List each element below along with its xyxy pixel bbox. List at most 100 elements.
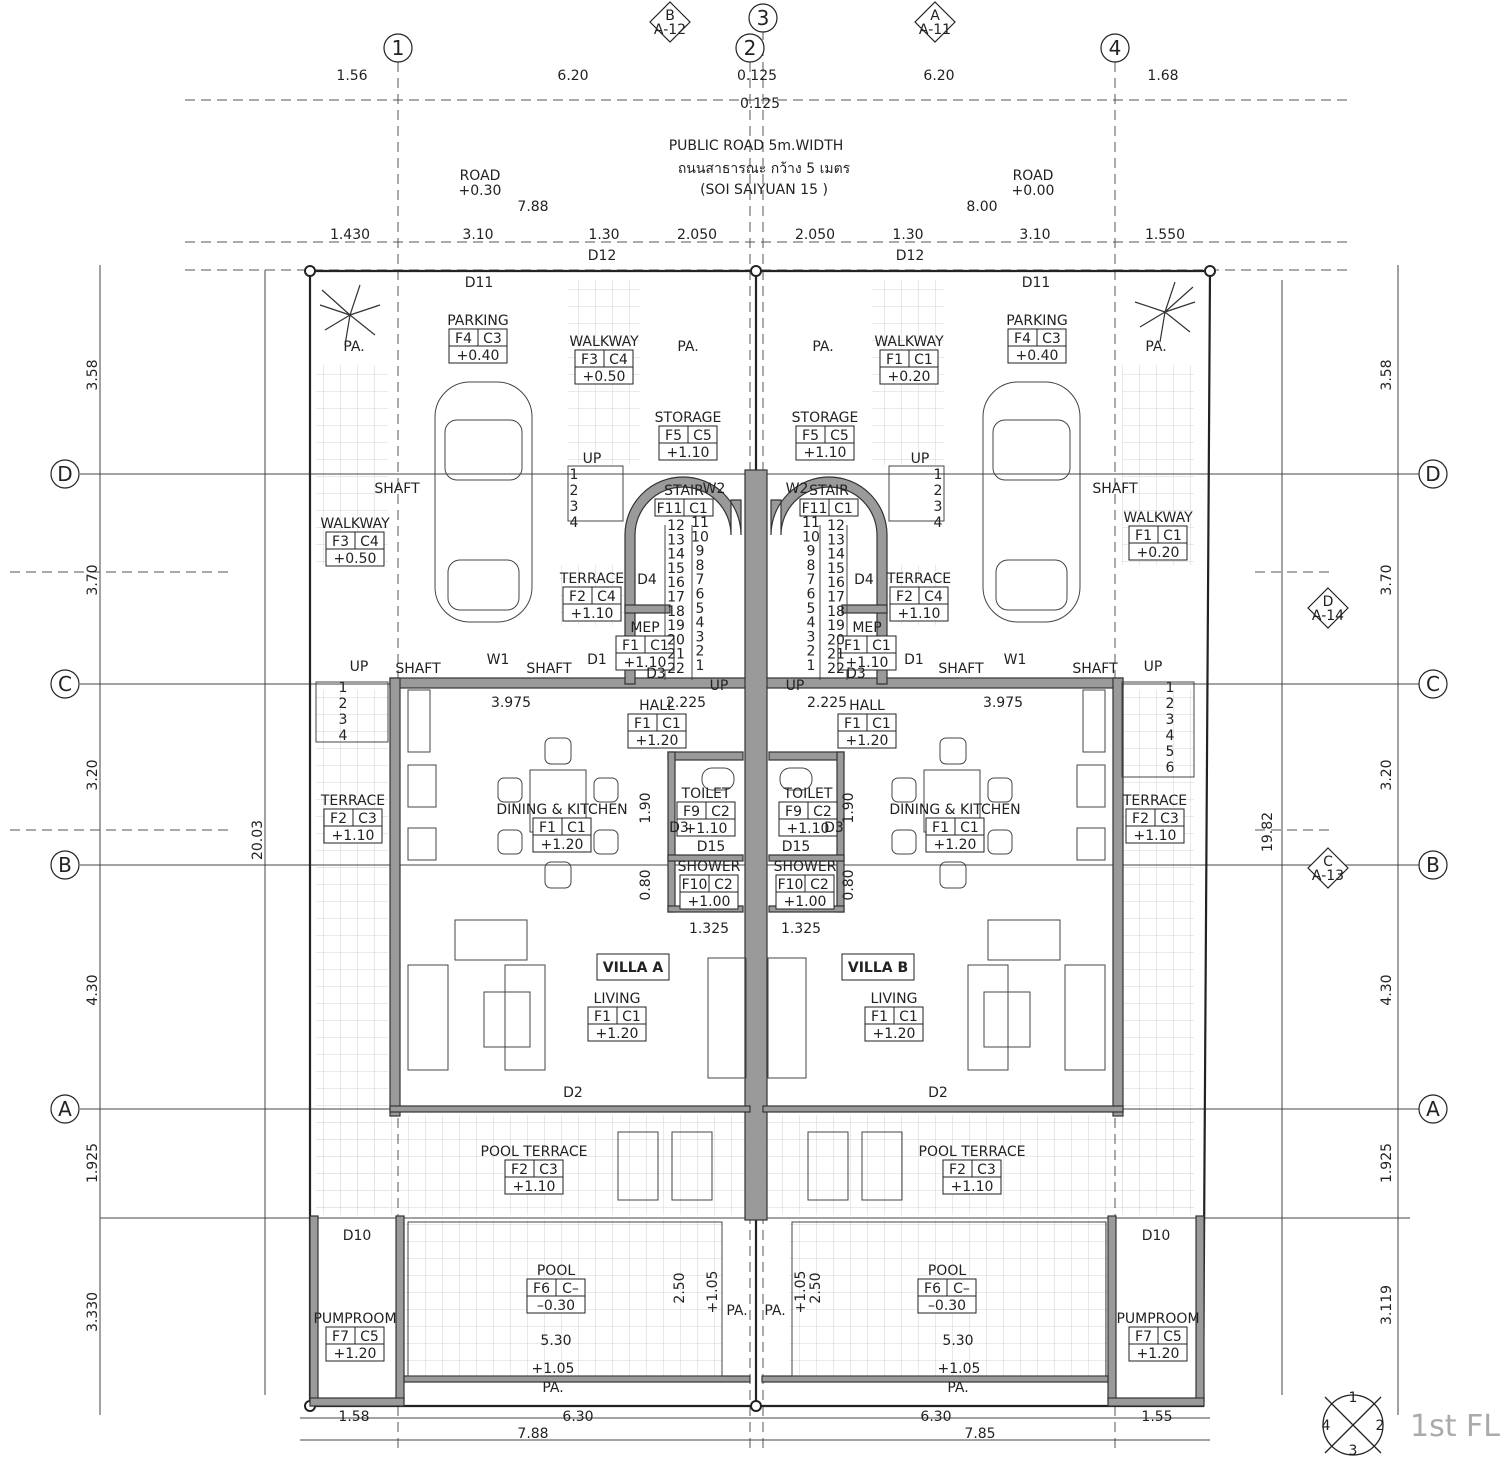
road-left-level: +0.30	[459, 183, 502, 199]
stair-step-number: 10	[691, 529, 709, 545]
stair-step-number: 3	[1166, 712, 1175, 728]
room-name: PUMPROOM	[313, 1311, 396, 1327]
dimension-label: 3.330	[85, 1292, 101, 1332]
dimension-label: 3.10	[1019, 227, 1050, 243]
dimension-label: 0.125	[740, 96, 780, 112]
room-name: LIVING	[871, 991, 918, 1007]
dimension-label: +1.05	[532, 1361, 575, 1377]
room-finish-code: F7	[332, 1329, 349, 1345]
stair-step-number: 22	[667, 661, 685, 677]
room-finish-code: F3	[332, 534, 349, 550]
door-tag: D4	[637, 572, 657, 588]
stair-step-number: 1	[807, 658, 816, 674]
stair-step-number: 7	[807, 572, 816, 588]
villa-name: VILLA A	[603, 960, 664, 976]
room-level: +0.20	[888, 369, 931, 385]
dimension-label: 1.430	[330, 227, 370, 243]
room-ceiling-code: C1	[689, 501, 708, 517]
room-finish-code: F1	[539, 820, 556, 836]
room-ceiling-code: C2	[711, 804, 730, 820]
stair-step-number: 9	[696, 544, 705, 560]
dimension-label: 0.125	[737, 68, 777, 84]
room-name: TOILET	[681, 786, 731, 802]
section-markers	[649, 1, 1349, 889]
dimension-label: 2.225	[807, 695, 847, 711]
section-marker-sheet: A-11	[919, 22, 951, 38]
room-finish-code: F9	[785, 804, 802, 820]
door-tag: D2	[563, 1085, 583, 1101]
annotation-label: PA.	[343, 339, 364, 355]
north-arrow-number: 2	[1376, 1418, 1385, 1434]
room-ceiling-code: C3	[483, 331, 502, 347]
room-level: –0.30	[928, 1298, 966, 1314]
annotation-label: SHAFT	[1092, 481, 1138, 497]
dimension-label: 3.58	[1379, 359, 1395, 390]
stair-step-number: 5	[1166, 744, 1175, 760]
stair-step-number: 8	[807, 558, 816, 574]
grid-bubble-label: 3	[757, 6, 770, 30]
dimension-label: 7.88	[517, 1426, 548, 1442]
dimension-label: 3.20	[1379, 759, 1395, 790]
room-finish-code: F3	[581, 352, 598, 368]
stair-step-number: 16	[667, 575, 685, 591]
stair-step-number: 1	[934, 467, 943, 483]
dimension-label: 3.975	[491, 695, 531, 711]
dimension-label: 7.85	[964, 1426, 995, 1442]
dimension-label: 1.925	[85, 1143, 101, 1183]
dimension-label: 2.50	[672, 1272, 688, 1303]
room-level-box	[587, 1023, 647, 1042]
stair-step-number: 1	[1166, 680, 1175, 696]
stair-step-number: 4	[696, 615, 705, 631]
door-tag: D10	[343, 1228, 372, 1244]
annotation-label: UP	[911, 451, 930, 467]
room-level: +1.20	[934, 837, 977, 853]
room-level: +0.40	[1016, 348, 1059, 364]
dimension-label: 6.20	[923, 68, 954, 84]
stair-step-number: 5	[696, 601, 705, 617]
room-name: STAIR	[809, 483, 849, 499]
stair-step-number: 3	[807, 629, 816, 645]
room-ceiling-code: C1	[872, 716, 891, 732]
room-finish-code: F1	[871, 1009, 888, 1025]
north-arrow-number: 3	[1349, 1443, 1358, 1459]
room-finish-code: F4	[1014, 331, 1031, 347]
room-level-box	[942, 1176, 1002, 1195]
dimension-label: 1.550	[1145, 227, 1185, 243]
room-level-box	[925, 834, 985, 853]
road-left-name: ROAD	[460, 168, 501, 184]
door-tag: D15	[697, 839, 726, 855]
villa-name: VILLA B	[848, 960, 908, 976]
room-level: +0.50	[583, 369, 626, 385]
room-name: DINING & KITCHEN	[889, 802, 1020, 818]
door-tag: D3	[824, 820, 844, 836]
room-name: MEP	[852, 620, 881, 636]
walls	[309, 469, 1205, 1407]
stair-step-number: 21	[827, 647, 845, 663]
dimension-label: 3.10	[462, 227, 493, 243]
stair-step-number: 2	[339, 696, 348, 712]
door-tag: D3	[846, 666, 866, 682]
dimension-label: 4.30	[1379, 974, 1395, 1005]
room-level-box	[323, 825, 383, 844]
room-ceiling-code: C1	[622, 1009, 641, 1025]
room-name: HALL	[639, 698, 675, 714]
room-name: POOL TERRACE	[919, 1144, 1026, 1160]
dimension-label: 8.00	[966, 199, 997, 215]
door-tag: D10	[1142, 1228, 1171, 1244]
stair-step-number: 18	[827, 604, 845, 620]
room-level-box	[917, 1295, 977, 1314]
door-tag: D2	[928, 1085, 948, 1101]
dimension-label: 5.30	[540, 1333, 571, 1349]
door-tag: D4	[854, 572, 874, 588]
room-finish-code: F1	[594, 1009, 611, 1025]
room-level: +1.10	[571, 606, 614, 622]
room-level-box	[775, 891, 835, 910]
door-tag: D11	[465, 275, 494, 291]
room-finish-code: F2	[896, 589, 913, 605]
stair-step-number: 6	[1166, 760, 1175, 776]
stair-step-number: 11	[691, 515, 709, 531]
dimension-label: 7.88	[517, 199, 548, 215]
dimension-label: 1.30	[892, 227, 923, 243]
room-level-box	[562, 603, 622, 622]
dimension-label: +1.05	[938, 1361, 981, 1377]
